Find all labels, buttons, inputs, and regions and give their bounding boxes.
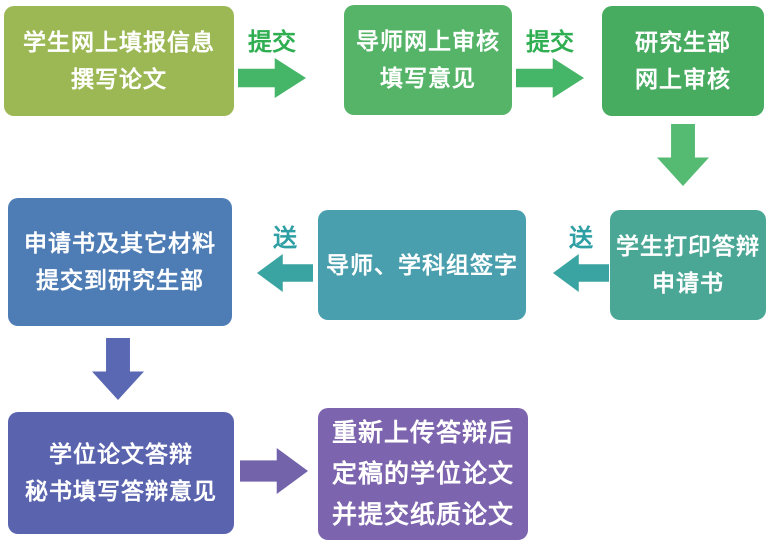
arrow-left-icon — [257, 254, 313, 292]
box-text-line: 学生网上填报信息 — [23, 29, 215, 55]
box-text-line: 申请书 — [652, 270, 724, 296]
flow-box-supervisor-online-review: 导师网上审核 填写意见 — [344, 5, 512, 115]
box-text-line: 提交到研究生部 — [36, 267, 204, 293]
flow-box-reupload-final-thesis: 重新上传答辩后 定稿的学位论文 并提交纸质论文 — [318, 408, 528, 540]
flow-box-student-fill-info: 学生网上填报信息 撰写论文 — [4, 6, 234, 116]
box-text-line: 撰写论文 — [71, 66, 167, 92]
arrow-down-icon — [657, 124, 709, 186]
arrow-group-send-2: 送 — [256, 226, 314, 292]
box-text-line: 定稿的学位论文 — [331, 459, 514, 488]
box-text-line: 学生打印答辩 — [616, 233, 760, 259]
box-text-line: 并提交纸质论文 — [331, 500, 514, 529]
box-text-line: 网上审核 — [635, 66, 731, 92]
arrow-right-icon — [240, 448, 308, 494]
arrow-left-icon — [553, 254, 609, 292]
arrow-group-submit-2: 提交 — [514, 30, 586, 98]
arrow-group-send-1: 送 — [552, 226, 610, 292]
arrow-label-send: 送 — [273, 225, 297, 252]
box-text-line: 导师、学科组签字 — [326, 251, 518, 278]
flow-box-thesis-defense: 学位论文答辩 秘书填写答辩意见 — [8, 412, 234, 534]
arrow-right-icon — [516, 58, 584, 98]
flow-box-student-print-application: 学生打印答辩 申请书 — [610, 210, 766, 320]
box-text-line: 秘书填写答辩意见 — [25, 478, 217, 504]
box-text-line: 学位论文答辩 — [49, 441, 193, 467]
arrow-label-send: 送 — [569, 225, 593, 252]
arrow-label-submit: 提交 — [526, 29, 574, 56]
box-text-line: 研究生部 — [635, 29, 731, 55]
box-text-line: 申请书及其它材料 — [24, 230, 216, 256]
arrow-group-submit-1: 提交 — [236, 30, 308, 98]
box-text-line: 填写意见 — [380, 65, 476, 91]
arrow-down-icon — [92, 338, 144, 400]
flow-box-submit-materials-to-dept: 申请书及其它材料 提交到研究生部 — [8, 198, 232, 326]
flow-box-supervisor-group-sign: 导师、学科组签字 — [318, 210, 526, 320]
box-text-line: 导师网上审核 — [356, 28, 500, 54]
arrow-label-submit: 提交 — [248, 29, 296, 56]
box-text-line: 重新上传答辩后 — [331, 418, 514, 447]
arrow-right-icon — [238, 58, 306, 98]
flow-box-graduate-dept-review: 研究生部 网上审核 — [602, 6, 764, 116]
